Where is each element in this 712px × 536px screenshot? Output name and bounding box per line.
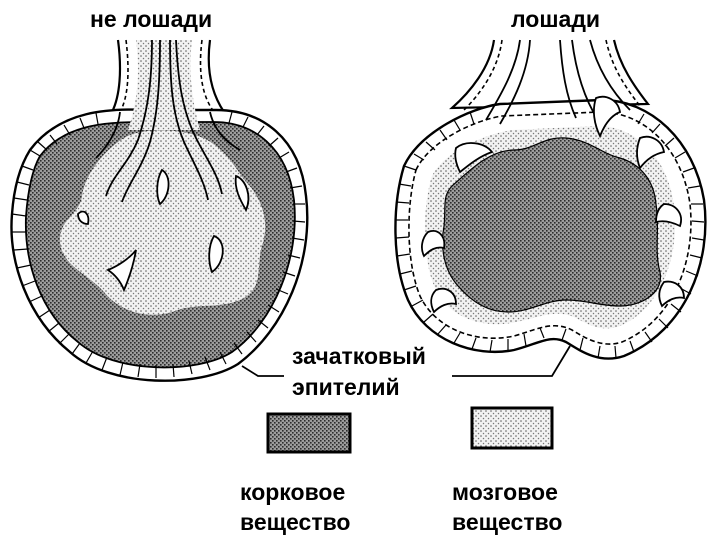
legend-medulla-label-line1: мозговое (452, 479, 558, 506)
germinal-epithelium-label-line1: зачатковый (292, 343, 426, 370)
title-horse: лошади (511, 6, 600, 33)
legend-cortex-label-line2: вещество (240, 509, 350, 536)
title-non-horse: не лошади (90, 6, 212, 33)
legend-cortex-swatch (268, 414, 350, 452)
legend-cortex-label-line1: корковое (240, 479, 345, 506)
germinal-epithelium-label-line2: эпителий (292, 374, 400, 401)
legend-medulla-label-line2: вещество (452, 509, 562, 536)
horse-ovary (395, 40, 705, 359)
legend-medulla-swatch (472, 408, 552, 448)
non-horse-ovary (11, 40, 307, 381)
